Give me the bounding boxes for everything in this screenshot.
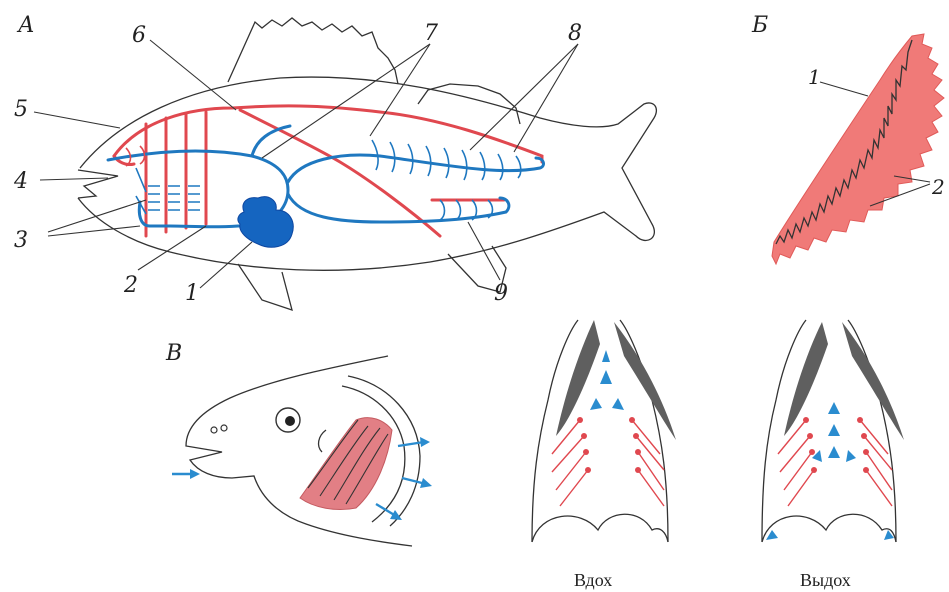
panel-b-gill-arch: Б 1 2 — [751, 13, 945, 264]
panel-a-label: А — [16, 13, 35, 38]
dorsal-fin — [228, 18, 398, 84]
fish-label-2: 2 — [123, 273, 138, 298]
fish-label-6: 6 — [132, 23, 146, 48]
exhale-caption: Выдох — [800, 570, 851, 590]
fish-mouth — [78, 170, 118, 198]
fish-label-3: 3 — [14, 228, 28, 253]
fish-label-8: 8 — [568, 21, 582, 46]
fish-label-5: 5 — [14, 97, 28, 122]
cardinal-vein-upper — [288, 155, 543, 182]
exhale-operculum-right — [842, 322, 904, 440]
pelvic-fin — [238, 264, 292, 310]
head-gill-filaments — [300, 418, 392, 510]
exhale-diagram: Выдох — [762, 320, 904, 590]
nostril-icon-2 — [221, 425, 227, 431]
panel-v-label: В — [165, 341, 182, 366]
gill-label-1: 1 — [808, 65, 821, 89]
panel-a-fish: А — [13, 13, 656, 310]
inhale-operculum-right — [614, 322, 676, 440]
panel-b-label: Б — [751, 13, 768, 38]
fish-label-4: 4 — [13, 169, 28, 194]
inhale-diagram: Вдох — [532, 320, 676, 590]
eye-pupil-icon — [285, 416, 295, 426]
water-flow-arrows — [172, 437, 432, 520]
gill-filaments — [772, 34, 944, 264]
gill-label-2: 2 — [931, 175, 945, 199]
fish-label-9: 9 — [494, 281, 508, 306]
inhale-caption: Вдох — [574, 570, 612, 590]
panel-v-fish-head: В — [165, 341, 432, 546]
inhale-outline — [532, 320, 668, 542]
exhale-outline — [762, 320, 896, 542]
capillary-loops-kidney — [372, 140, 521, 180]
gill-arch-vessels — [146, 112, 206, 236]
nostril-icon — [211, 427, 217, 433]
gill-label-1-leader — [820, 82, 868, 96]
fish-label-1: 1 — [185, 281, 199, 306]
fish-label-7: 7 — [424, 21, 438, 46]
